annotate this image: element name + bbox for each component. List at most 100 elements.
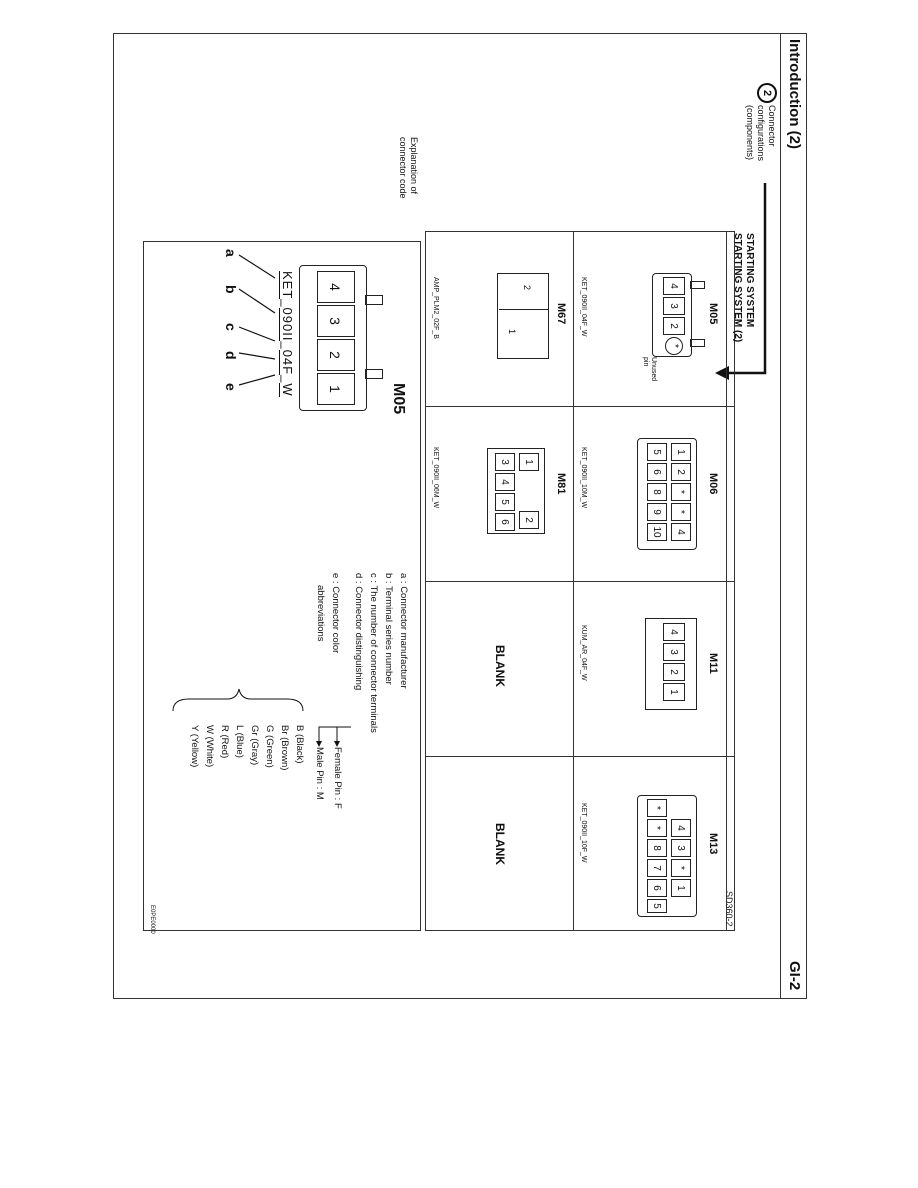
color-item: L (Blue) (234, 725, 245, 758)
figure-id: E0PE0000 (149, 905, 155, 934)
code-letter-d: d (223, 351, 239, 360)
color-item: G (Green) (264, 725, 275, 768)
code-letter-e: e (223, 383, 239, 391)
page-frame (113, 33, 807, 999)
code-legend: a : Connector manufacturer b : Terminal … (351, 573, 411, 733)
pin: 5 (647, 899, 667, 913)
pin: 1 (663, 683, 685, 701)
connector-code: KUM_AR_04F_W (580, 625, 587, 681)
pin: 8 (647, 839, 667, 857)
divider (499, 309, 549, 310)
pin: 2 (519, 511, 539, 529)
connector-name: M11 (707, 653, 719, 674)
connector-code: KET_090II_10M_W (580, 447, 587, 509)
pin: 2 (663, 663, 685, 681)
pin: 9 (647, 503, 667, 521)
legend-item: a : Connector manufacturer (398, 573, 409, 689)
code-part-b: 090II (279, 307, 295, 342)
section-title-1: STARTING SYSTEM (744, 233, 755, 328)
connector-code: KET_090II_06M_W (432, 447, 439, 509)
pin: 3 (663, 643, 685, 661)
callout-number-badge: 2 (757, 83, 777, 103)
pin: 1 (671, 879, 691, 897)
pin: 6 (647, 463, 667, 481)
detail-pin: 4 (317, 271, 355, 303)
female-pin-label: Female Pin : F (332, 747, 343, 809)
color-label: e : Connector color abbreviations (315, 573, 341, 654)
pin: 2 (663, 317, 685, 335)
legend-item: c : The number of connector terminals (368, 573, 379, 733)
pin: 1 (671, 443, 691, 461)
male-pin-label: Male Pin : M (314, 747, 325, 800)
pin-type-bracket (316, 726, 351, 747)
pin: * (671, 503, 691, 521)
callout-arrow (715, 183, 767, 380)
pin: 10 (647, 523, 667, 541)
connector-name: M06 (707, 473, 719, 495)
detail-pin: 1 (317, 373, 355, 405)
grid-line (425, 756, 735, 757)
color-item: B (Black) (294, 725, 305, 764)
pin: * (647, 819, 667, 837)
color-item: Gr (Gray) (249, 725, 260, 766)
color-item: R (Red) (219, 725, 230, 759)
pin: * (671, 859, 691, 877)
connector-name: M13 (707, 833, 719, 855)
connector-code: KET_090II_04F_W (580, 277, 587, 337)
latch (365, 369, 383, 379)
section-title-2: STARTING SYSTEM (2) (732, 233, 743, 343)
pin: 2 (522, 285, 532, 291)
code-part-c: 04F (279, 349, 295, 376)
color-item: Y (Yellow) (189, 725, 200, 768)
header-rule (780, 33, 781, 999)
color-item: Br (Brown) (279, 725, 290, 771)
color-item: W (White) (204, 725, 215, 768)
pin: * (647, 799, 667, 817)
pin: 3 (663, 297, 685, 315)
connector-name: M05 (707, 303, 719, 325)
code-letter-c: c (223, 323, 239, 331)
latch (690, 281, 705, 289)
page-title: Introduction (2) (786, 39, 803, 149)
legend-item: d : Connector distinguishing (353, 573, 364, 691)
pin: 4 (671, 523, 691, 541)
code-part-d: W (279, 383, 295, 397)
code-part-a: KET (279, 271, 295, 300)
pin: 4 (495, 473, 515, 491)
detail-pin: 2 (317, 339, 355, 371)
pin: 2 (671, 463, 691, 481)
blank-cell-label: BLANK (493, 645, 507, 687)
pin: 6 (647, 879, 667, 897)
explanation-label: Explanation of connector code (398, 137, 419, 199)
connector-name: M67 (555, 303, 567, 325)
pin: 3 (495, 453, 515, 471)
pin: 1 (507, 329, 517, 335)
detail-connector-name: M05 (390, 383, 407, 415)
code-letter-a: a (223, 249, 239, 257)
color-list: B (Black) Br (Brown) G (Green) Gr (Gray)… (187, 725, 307, 770)
blank-cell-label: BLANK (493, 823, 507, 865)
grid-line (425, 581, 735, 582)
pin: 5 (647, 443, 667, 461)
legend-item: b : Terminal series number (383, 573, 394, 685)
rotated-page: Introduction (2) GI-2 2 Connector config… (113, 33, 807, 999)
pin: 4 (671, 819, 691, 837)
connector-name: M81 (555, 473, 567, 495)
code-letter-b: b (223, 285, 239, 294)
pin: 4 (663, 623, 685, 641)
pin: 8 (647, 483, 667, 501)
pin: * (671, 483, 691, 501)
detail-connector-code: KET_090II_04F_W (279, 271, 295, 397)
pin: 1 (519, 453, 539, 471)
latch (690, 339, 705, 347)
page-number: GI-2 (786, 961, 803, 991)
unused-pin-marker: * (665, 337, 683, 355)
code-pointer-arrows (238, 254, 276, 386)
latch (365, 295, 383, 305)
grid-line (425, 406, 735, 407)
pin: 6 (495, 513, 515, 531)
connector-code: AMP_PLM2_02F_B (432, 277, 439, 339)
detail-pin: 3 (317, 305, 355, 337)
pin: 5 (495, 493, 515, 511)
pin: 4 (663, 277, 685, 295)
